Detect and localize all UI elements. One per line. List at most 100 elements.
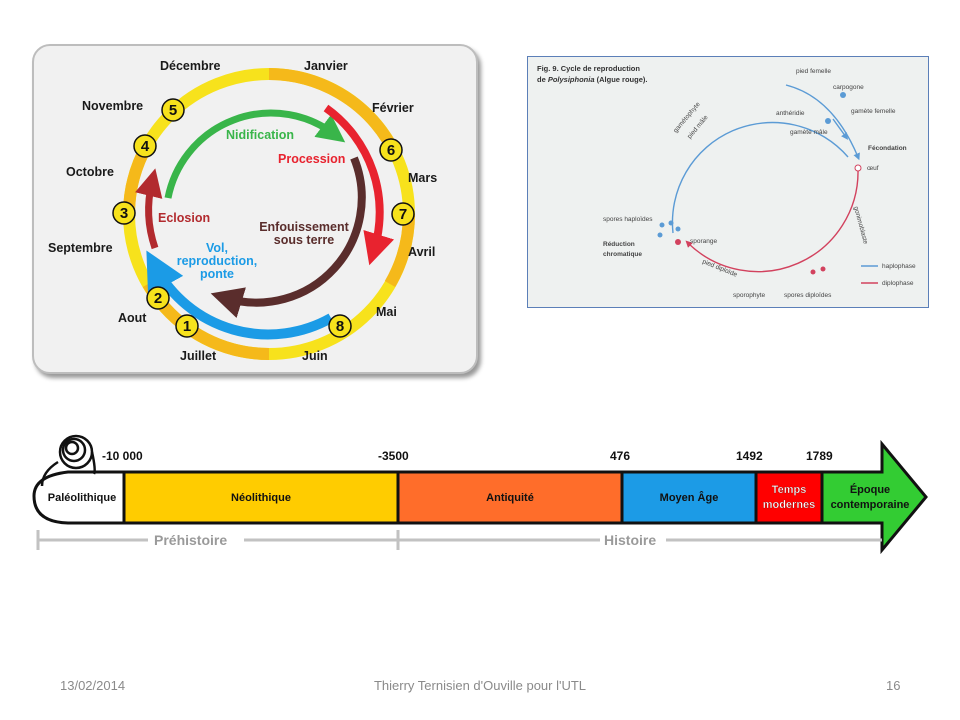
- stage-number-circle: [391, 202, 415, 226]
- sporange-dot: [675, 239, 681, 245]
- diplophase-arc: [685, 168, 859, 273]
- carpogone-dot: [840, 92, 846, 98]
- period-label-temps-modernes: modernes: [763, 499, 816, 511]
- paleolithic-scroll: [32, 470, 126, 525]
- label-oeuf: œuf: [867, 165, 879, 172]
- stage-number: 5: [169, 102, 177, 119]
- label-carpogone: carpogone: [833, 84, 864, 91]
- period-label-epoque-contemporaine: Époque: [850, 483, 890, 496]
- figure-caption: Fig. 9. Cycle de reproduction: [537, 64, 640, 73]
- figure-caption: de Polysiphonia (Algue rouge).: [537, 75, 647, 84]
- footer-date: 13/02/2014: [60, 678, 126, 693]
- stage-number: 2: [154, 290, 162, 307]
- yearly-cycle-diagram: Janvier Février Mars Avril Mai Juin Juil…: [48, 59, 437, 363]
- label-gamete-femelle: gamète femelle: [851, 108, 896, 115]
- procession-arrow: [323, 104, 395, 266]
- female-branch: [785, 84, 860, 161]
- stage-label-eclosion: Eclosion: [158, 211, 210, 225]
- spore-dot: [820, 266, 826, 272]
- period-label-neolithique: Néolithique: [231, 492, 291, 504]
- month-label: Mai: [376, 305, 397, 319]
- stage-number: 7: [399, 206, 407, 223]
- alga-cycle-panel: Fig. 9. Cycle de reproduction de Polysip…: [527, 56, 929, 308]
- stage-number: 1: [183, 318, 191, 335]
- stage-number-circle: [146, 286, 170, 310]
- timeline-date: -3500: [378, 449, 409, 463]
- oeuf-dot: [854, 164, 862, 172]
- yearly-cycle-panel: Janvier Février Mars Avril Mai Juin Juil…: [32, 44, 478, 374]
- stage-number: 4: [141, 138, 150, 155]
- month-label: Février: [372, 101, 414, 115]
- label-gonimoblaste: gonimoblaste: [852, 206, 869, 246]
- stage-label-vol: Vol,: [206, 241, 228, 255]
- period-label-antiquite: Antiquité: [486, 492, 534, 504]
- spore-dot: [810, 269, 816, 275]
- stage-number-circle: [112, 201, 136, 225]
- legend-diplophase: diplophase: [882, 280, 914, 287]
- enfouissement-arrow: [210, 156, 366, 318]
- month-label: Avril: [408, 245, 435, 259]
- month-label: Aout: [118, 311, 147, 325]
- period-label-temps-modernes: Temps: [772, 484, 807, 496]
- stage-label-enfouissement: sous terre: [274, 233, 334, 247]
- month-label: Janvier: [304, 59, 348, 73]
- month-label: Novembre: [82, 99, 143, 113]
- stage-label-vol: ponte: [200, 267, 234, 281]
- history-timeline: -10 000 -3500 476 1492 1789 Paléolithiqu…: [32, 434, 928, 555]
- scroll-spiral-icon: [40, 434, 96, 487]
- period-temps-modernes: [754, 470, 824, 525]
- stage-number-circle: [161, 98, 185, 122]
- legend-haplophase: haplophase: [882, 263, 916, 270]
- label-reduction: Réduction: [603, 241, 635, 248]
- period-label-paleolithique: Paléolithique: [48, 492, 116, 504]
- vol-arrow: [146, 250, 334, 340]
- month-label: Décembre: [160, 59, 220, 73]
- spore-dot: [668, 220, 674, 226]
- stage-number: 8: [336, 318, 344, 335]
- timeline-date: 1789: [806, 449, 833, 463]
- label-spores-haploides: spores haploïdes: [603, 216, 653, 223]
- period-label-moyen-age: Moyen Âge: [660, 491, 719, 504]
- stage-number: 3: [120, 205, 128, 222]
- timeline-date: 476: [610, 449, 630, 463]
- haplophase-arc: [671, 121, 849, 234]
- label-reduction: chromatique: [603, 251, 642, 258]
- month-label: Juillet: [180, 349, 217, 363]
- label-pied-femelle: pied femelle: [796, 68, 831, 75]
- antheridie-dot: [825, 118, 831, 124]
- stage-number-circle: [379, 138, 403, 162]
- period-neolithique: [122, 470, 400, 525]
- spore-dot: [657, 232, 663, 238]
- era-label-prehistoire: Préhistoire: [154, 532, 227, 548]
- month-label: Septembre: [48, 241, 113, 255]
- month-label: Mars: [408, 171, 437, 185]
- label-antheridie: anthéridie: [776, 110, 805, 117]
- stage-label-vol: reproduction,: [177, 254, 258, 268]
- stage-number-circle: [133, 134, 157, 158]
- label-gamete-male: gamète mâle: [790, 129, 828, 136]
- timeline-date: 1492: [736, 449, 763, 463]
- stage-label-enfouissement: Enfouissement: [259, 220, 349, 234]
- footer-page-number: 16: [886, 678, 901, 693]
- male-branch: [832, 118, 849, 140]
- label-sporange: sporange: [690, 238, 717, 245]
- stage-label-procession: Procession: [278, 152, 345, 166]
- label-spores-diploides: spores diploïdes: [784, 292, 832, 299]
- stage-number-circle: [175, 314, 199, 338]
- period-moyen-age: [620, 470, 758, 525]
- alga-cycle-diagram: Fig. 9. Cycle de reproduction de Polysip…: [537, 64, 916, 299]
- ring-segment-orange: [268, 68, 396, 148]
- period-label-epoque-contemporaine: contemporaine: [831, 499, 910, 511]
- spore-dot: [675, 226, 681, 232]
- stage-label-nidification: Nidification: [226, 128, 294, 142]
- period-epoque-contemporaine-arrow: [820, 439, 928, 555]
- timeline-date: -10 000: [102, 449, 143, 463]
- stage-number: 6: [387, 142, 395, 159]
- eclosion-arrow: [135, 168, 163, 250]
- spore-dot: [659, 222, 665, 228]
- label-sporophyte: sporophyte: [733, 292, 766, 299]
- era-brackets: [36, 530, 882, 550]
- stage-number-circle: [328, 314, 352, 338]
- era-label-histoire: Histoire: [604, 532, 656, 548]
- month-label: Juin: [302, 349, 328, 363]
